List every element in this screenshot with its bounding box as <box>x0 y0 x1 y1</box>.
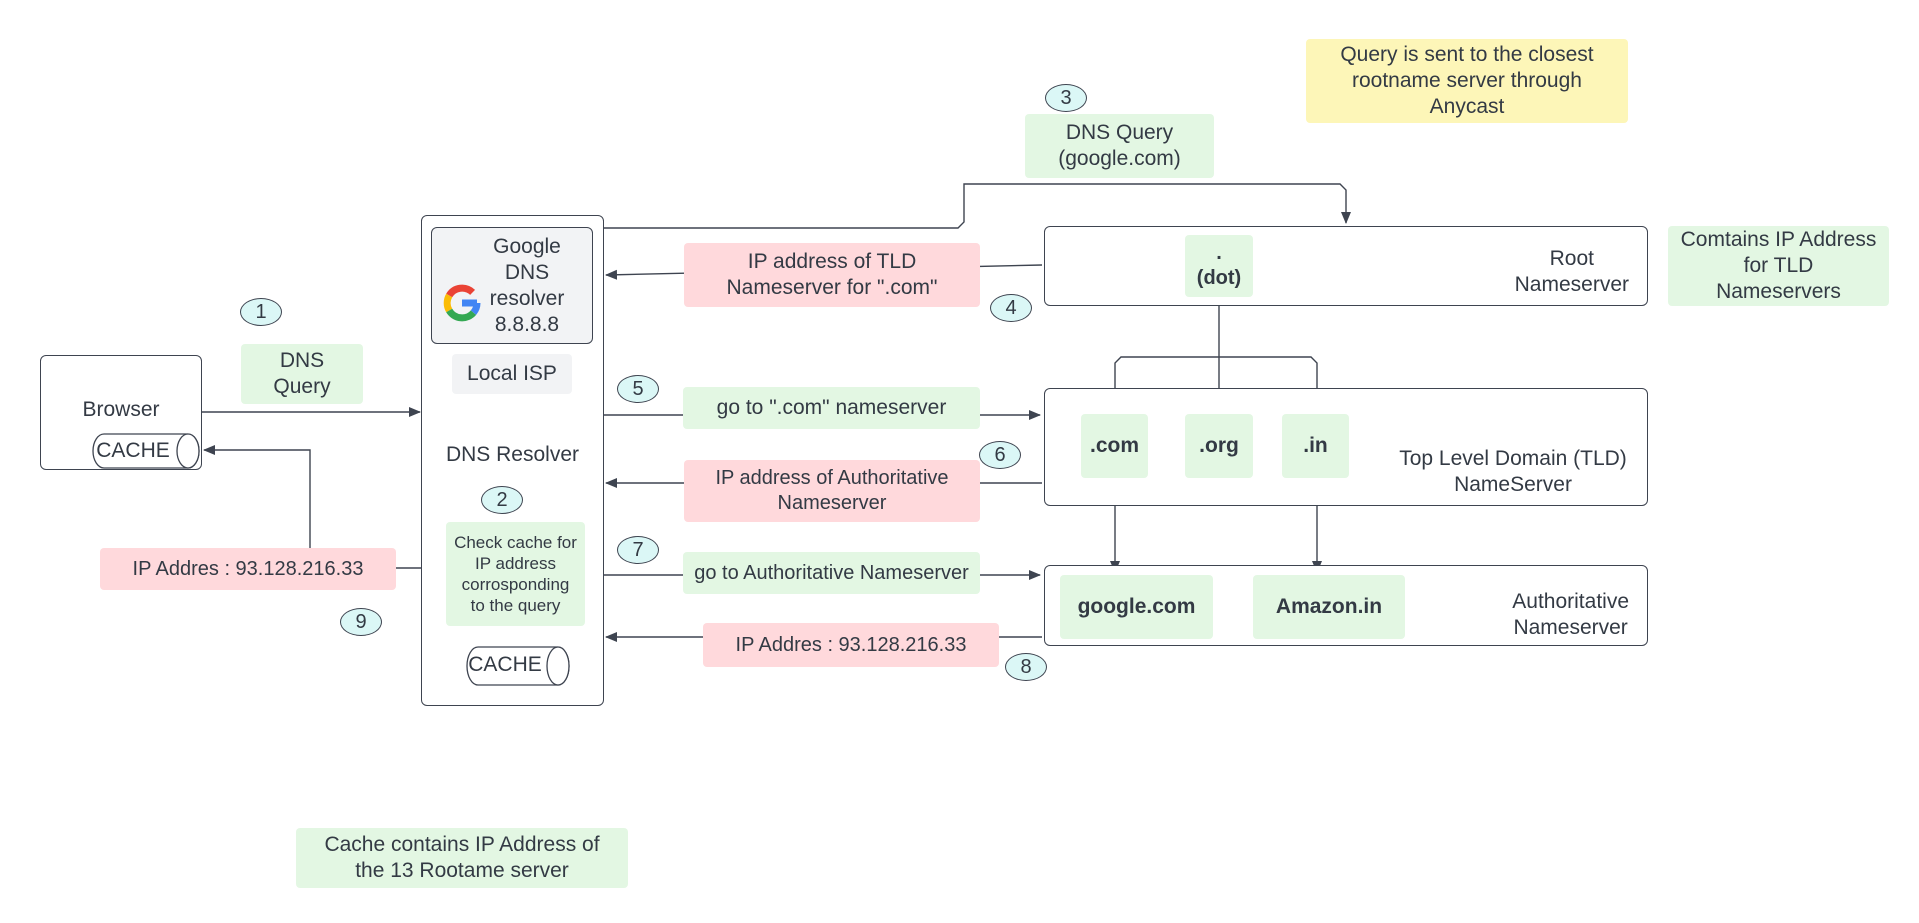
auth-google-node: google.com <box>1060 575 1213 639</box>
tld-ip-message: IP address of TLD Nameserver for ".com" <box>684 243 980 307</box>
ip-result-resolver: IP Addres : 93.128.216.33 <box>703 623 999 667</box>
step-4-badge: 4 <box>990 294 1032 322</box>
ip-result-browser: IP Addres : 93.128.216.33 <box>100 548 396 590</box>
step-9-badge: 9 <box>340 608 382 636</box>
step-5-badge: 5 <box>617 375 659 403</box>
tld-nameserver-label: Top Level Domain (TLD) NameServer <box>1399 446 1627 496</box>
tld-in-node: .in <box>1282 414 1349 478</box>
step-7-badge: 7 <box>617 536 659 564</box>
resolver-cache-cylinder <box>466 646 570 686</box>
anycast-note: Query is sent to the closest rootname se… <box>1306 39 1628 123</box>
dns-query-google: DNS Query (google.com) <box>1025 114 1214 178</box>
step-6-badge: 6 <box>979 441 1021 469</box>
tld-org-node: .org <box>1185 414 1253 478</box>
cache-note: Cache contains IP Address of the 13 Root… <box>296 828 628 888</box>
dns-resolver-title: DNS Resolver <box>445 442 580 466</box>
go-com-message: go to ".com" nameserver <box>683 387 980 429</box>
dns-query-label: DNS Query <box>241 344 363 404</box>
auth-amazon-node: Amazon.in <box>1253 575 1405 639</box>
auth-ip-message: IP address of Authoritative Nameserver <box>684 460 980 522</box>
step-2-badge: 2 <box>481 486 523 514</box>
google-g-icon <box>443 284 481 322</box>
root-dot-node: . (dot) <box>1185 235 1253 297</box>
browser-cache-cylinder <box>92 433 200 469</box>
root-note: Comtains IP Address for TLD Nameservers <box>1668 226 1889 306</box>
check-cache-label: Check cache for IP address corrosponding… <box>446 522 585 626</box>
arrow-resolver-to-root <box>604 183 1351 229</box>
tld-com-node: .com <box>1081 414 1148 478</box>
step-1-badge: 1 <box>240 298 282 326</box>
step-3-badge: 3 <box>1045 84 1087 112</box>
step-8-badge: 8 <box>1005 653 1047 681</box>
browser-label: Browser <box>82 397 160 421</box>
root-nameserver-box <box>1044 226 1648 306</box>
root-nameserver-label: Root Nameserver <box>1514 246 1629 296</box>
auth-nameserver-label: Authoritative Nameserver <box>1512 589 1629 639</box>
google-dns-label: Google DNS resolver 8.8.8.8 <box>489 234 565 337</box>
resolver-cache-label: CACHE <box>468 652 542 676</box>
go-auth-message: go to Authoritative Nameserver <box>683 552 980 594</box>
local-isp-label: Local ISP <box>452 354 572 394</box>
browser-cache-label: CACHE <box>96 438 170 462</box>
